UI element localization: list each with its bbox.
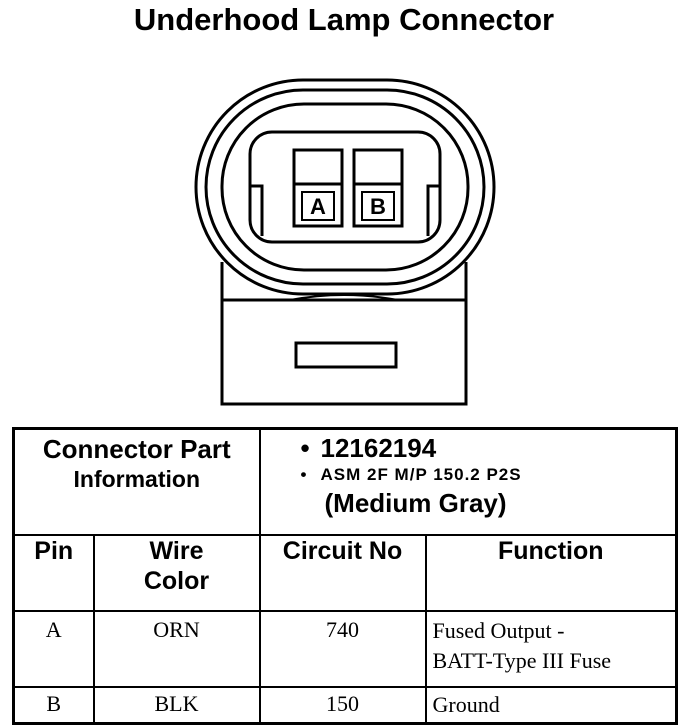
row-a-pin: A xyxy=(12,610,95,688)
header-wire-color: Wire Color xyxy=(92,534,261,612)
part-number: 12162194 xyxy=(320,433,437,463)
connector-middle-ring xyxy=(204,88,486,286)
row-a-function: Fused Output - BATT-Type III Fuse xyxy=(424,610,678,688)
row-b-function: Ground xyxy=(424,686,678,725)
connector-diagram: A B xyxy=(194,78,496,406)
part-color: (Medium Gray) xyxy=(324,488,507,518)
pin-a-terminal: A xyxy=(292,148,344,228)
connector-inner-ring xyxy=(220,102,470,272)
table-row: B BLK 150 Ground xyxy=(12,686,678,725)
part-info-label-line1: Connector Part xyxy=(42,434,231,464)
table-header-row: Pin Wire Color Circuit No Function xyxy=(12,534,678,612)
header-pin: Pin xyxy=(12,534,95,612)
part-info-label-line2: Information xyxy=(73,466,201,492)
header-circuit: Circuit No xyxy=(258,534,427,612)
left-key xyxy=(250,184,264,236)
row-b-pin: B xyxy=(12,686,95,725)
connector-info-table: Connector Part Information •12162194 •AS… xyxy=(12,427,679,725)
page-title: Underhood Lamp Connector xyxy=(133,2,555,37)
row-b-color: BLK xyxy=(92,686,261,725)
part-info-label-cell: Connector Part Information xyxy=(12,427,261,536)
connector-housing-body xyxy=(220,262,468,406)
row-b-circuit: 150 xyxy=(258,686,427,725)
right-key xyxy=(426,184,440,236)
header-function: Function xyxy=(424,534,678,612)
part-model: ASM 2F M/P 150.2 P2S xyxy=(320,465,522,484)
part-info-row: Connector Part Information •12162194 •AS… xyxy=(12,427,678,536)
pin-b-terminal: B xyxy=(352,148,404,228)
row-a-circuit: 740 xyxy=(258,610,427,688)
table-row: A ORN 740 Fused Output - BATT-Type III F… xyxy=(12,610,678,688)
latch-slot xyxy=(294,341,398,369)
pin-a-label: A xyxy=(310,194,326,219)
part-info-cell: •12162194 •ASM 2F M/P 150.2 P2S (Medium … xyxy=(258,427,678,536)
row-a-color: ORN xyxy=(92,610,261,688)
pin-b-label: B xyxy=(370,194,386,219)
